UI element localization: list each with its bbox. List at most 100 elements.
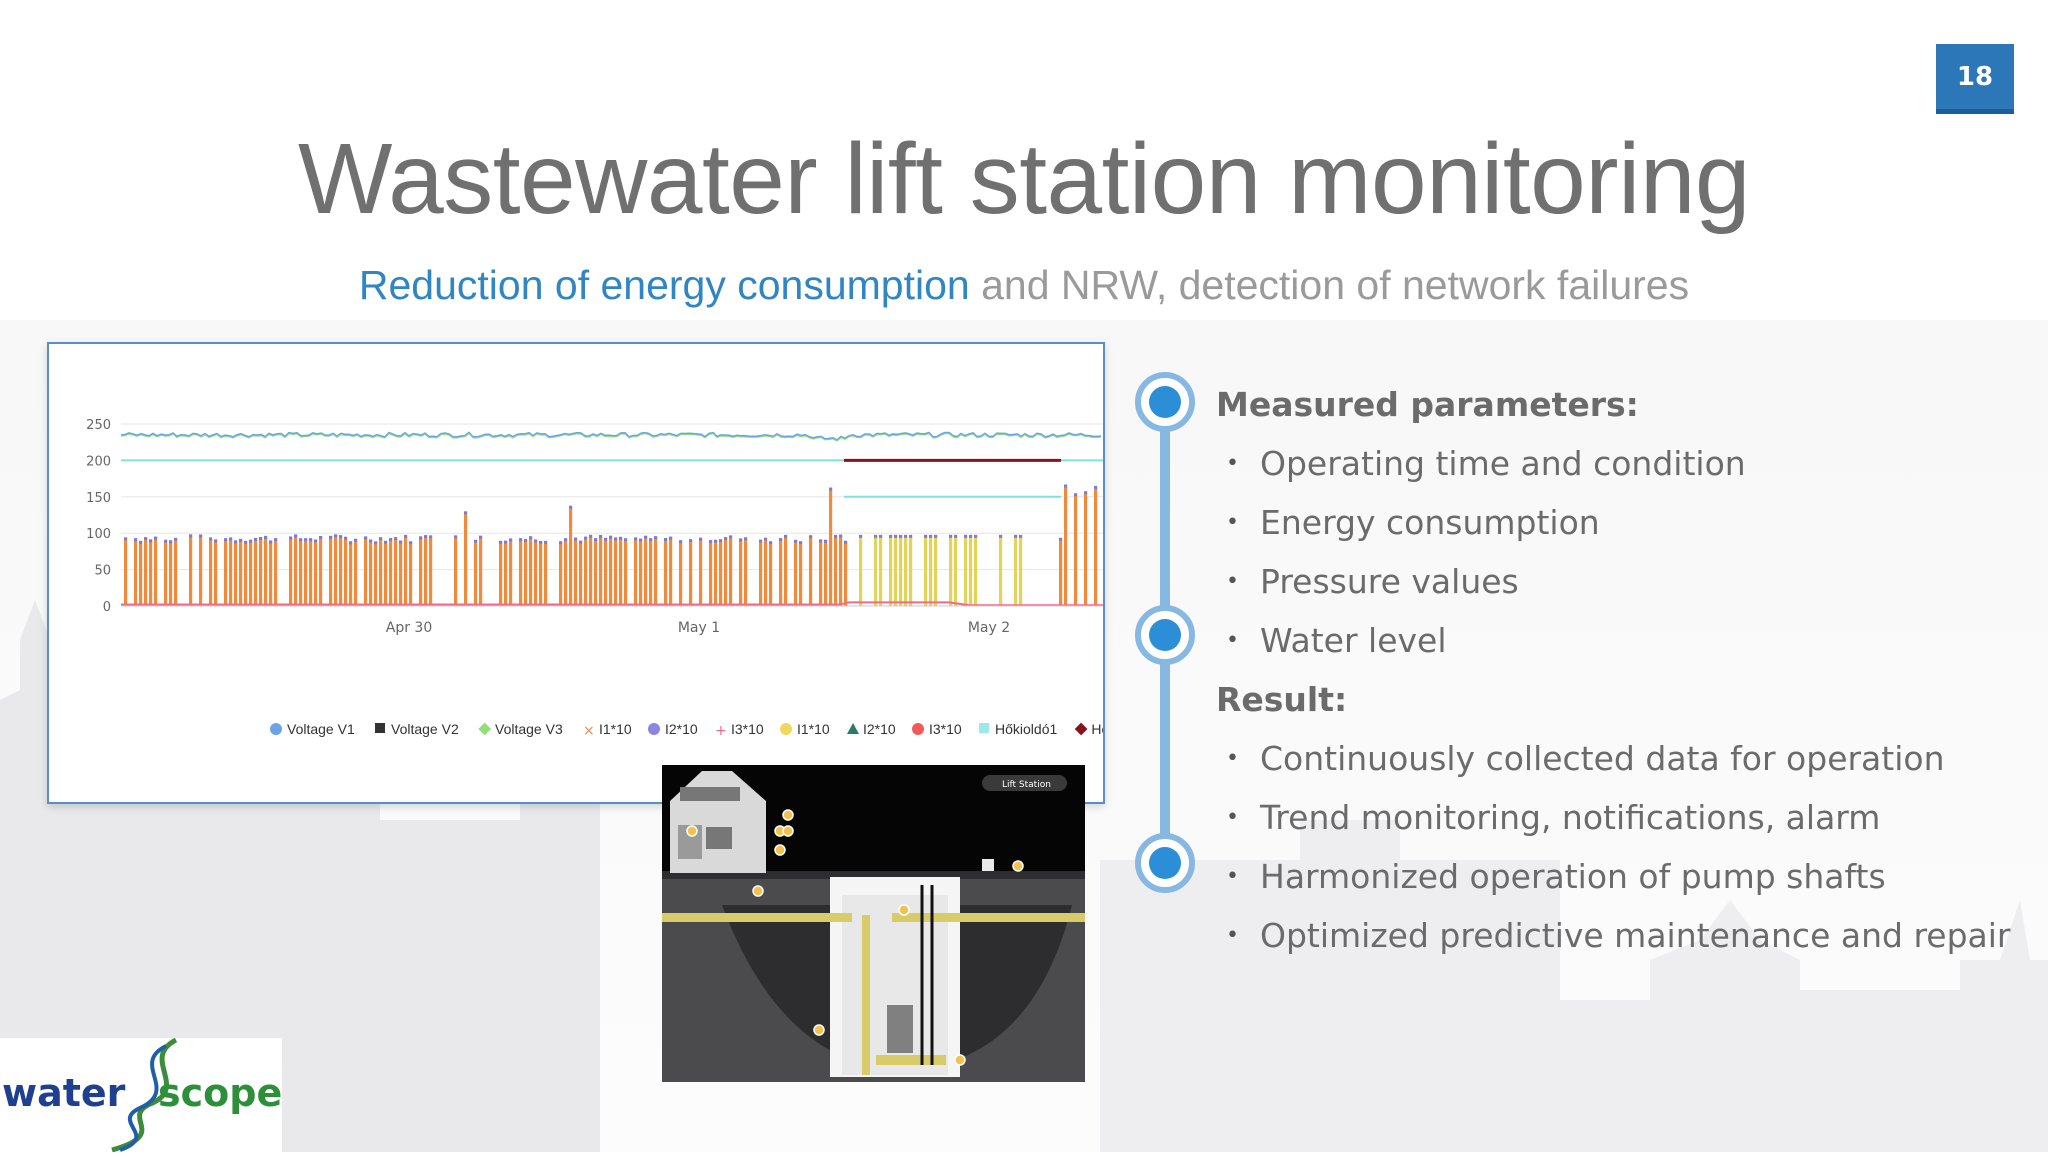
chart-bar-cap	[784, 534, 788, 538]
chart-bar	[344, 538, 348, 606]
chart-bar	[429, 537, 433, 606]
chart-bar	[604, 539, 608, 606]
chart-bar-cap	[419, 536, 423, 540]
chart-bar-cap	[409, 541, 413, 545]
chart-bar	[584, 538, 588, 606]
result-item-text: Optimized predictive maintenance and rep…	[1260, 916, 2011, 955]
chart-bar	[974, 536, 978, 606]
result-item-text: Trend monitoring, notifications, alarm	[1260, 798, 1881, 837]
chart-bar	[539, 542, 543, 606]
chart-bar-cap	[799, 541, 803, 545]
chart-bar	[239, 540, 243, 606]
chart-bar-cap	[604, 537, 608, 541]
chart-bar-cap	[369, 539, 373, 543]
chart-bar-cap	[954, 534, 958, 538]
chart-bar	[304, 540, 308, 606]
chart-bar	[499, 542, 503, 606]
chart-bar	[134, 540, 138, 606]
chart-bar	[144, 539, 148, 606]
chart-bar-cap	[974, 534, 978, 538]
x-tick-label: Apr 30	[386, 620, 432, 636]
bullet-section: Measured parameters: •Operating time and…	[1216, 375, 2036, 965]
chart-bar-cap	[744, 537, 748, 541]
legend-marker	[375, 723, 385, 733]
chart-bar	[679, 542, 683, 606]
chart-bar	[879, 536, 883, 606]
chart-bar	[769, 543, 773, 606]
chart-bar-cap	[934, 534, 938, 538]
measured-item: •Pressure values	[1226, 562, 1519, 601]
chart-bar	[669, 538, 673, 606]
chart-bar	[839, 536, 843, 606]
chart-bar-cap	[759, 539, 763, 543]
timeline-node-bottom	[1135, 833, 1195, 893]
chart-bar	[894, 536, 898, 606]
chart-bar	[924, 536, 928, 606]
legend-marker	[648, 723, 660, 735]
chart-bar-cap	[599, 534, 603, 538]
measured-item-text: Water level	[1260, 621, 1447, 660]
chart-bar-cap	[199, 534, 203, 538]
chart-bar	[719, 541, 723, 606]
chart-bar	[504, 542, 508, 606]
chart-bar-cap	[609, 535, 613, 539]
chart-bar-cap	[634, 537, 638, 541]
chart-bar-cap	[699, 537, 703, 541]
chart-bar-cap	[224, 538, 228, 542]
current-low-line	[121, 601, 1103, 607]
chart-bar	[259, 539, 263, 606]
chart-bar	[819, 541, 823, 606]
chart-bar-cap	[389, 538, 393, 542]
chart-bar	[699, 539, 703, 606]
chart-bar-cap	[624, 538, 628, 542]
chart-bar-cap	[839, 534, 843, 538]
chart-bar	[509, 540, 513, 606]
chart-bar-cap	[709, 540, 713, 544]
chart-bar	[374, 543, 378, 606]
chart-bar	[619, 538, 623, 606]
chart-bar	[1059, 539, 1063, 606]
chart-bar	[834, 536, 838, 606]
chart-bar-cap	[139, 540, 143, 544]
chart-bar	[824, 541, 828, 606]
chart-bar	[149, 541, 153, 606]
chart-bar	[154, 538, 158, 606]
chart-bar	[1019, 536, 1023, 606]
chart-bar-cap	[124, 537, 128, 541]
chart-bar	[269, 542, 273, 606]
chart-bar	[909, 536, 913, 606]
waterscope-logo: water scope	[0, 1037, 282, 1153]
chart-bar	[354, 540, 358, 606]
chart-bar-cap	[764, 537, 768, 541]
chart-bar-cap	[909, 534, 913, 538]
legend-marker	[478, 722, 492, 736]
chart-bar	[264, 537, 268, 606]
chart-bar	[244, 542, 248, 606]
chart-bar-cap	[999, 534, 1003, 538]
chart-bar-cap	[1094, 485, 1098, 489]
chart-bar-cap	[729, 535, 733, 539]
chart-bar	[1094, 487, 1098, 606]
chart-bar-cap	[879, 534, 883, 538]
chart-bar-cap	[969, 534, 973, 538]
chart-bar	[784, 536, 788, 606]
chart-bar-cap	[519, 538, 523, 542]
chart-bar-cap	[499, 540, 503, 544]
chart-bar	[214, 541, 218, 606]
chart-bar	[529, 538, 533, 606]
chart-bar-cap	[344, 536, 348, 540]
chart-bar-cap	[234, 540, 238, 544]
chart-bar-cap	[334, 534, 338, 538]
chart-bar-cap	[404, 534, 408, 538]
chart-bar-cap	[819, 539, 823, 543]
legend-label: Voltage V1	[287, 721, 355, 737]
legend-label: I3*10	[731, 721, 764, 737]
chart-bar-cap	[429, 535, 433, 539]
measured-item: •Operating time and condition	[1226, 444, 1746, 483]
chart-bar	[254, 539, 258, 606]
logo-scope: scope	[158, 1071, 282, 1115]
chart-bar-cap	[719, 539, 723, 543]
chart-bar	[309, 540, 313, 606]
chart-bar	[524, 540, 528, 606]
